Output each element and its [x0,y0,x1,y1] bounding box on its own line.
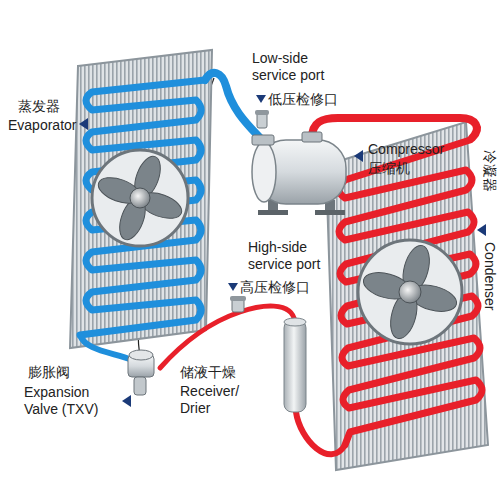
compressor-drawing [252,132,346,215]
part-label: 高压检修口 [240,279,330,296]
part-label: 储液干燥 [180,364,250,381]
part-label: High-side service port [248,239,343,273]
part-label: 压缩机 [368,160,448,177]
part-label: 蒸发器 [18,98,88,115]
receiver-drier-drawing [284,318,306,412]
part-label: Low-side service port [252,50,347,84]
part-label: Evaporator [8,117,88,134]
liquid-line [296,412,345,454]
discharge-line [312,118,477,138]
high-side-port [230,296,246,312]
expansion-valve-drawing [128,350,154,395]
evaporator-drawing [70,50,212,348]
part-label: Compressor [368,141,468,158]
part-label: 膨胀阀 [28,364,88,381]
pointer-triangle [79,95,486,407]
evaporator-inlet [80,335,132,360]
part-label: 低压检修口 [268,91,358,108]
part-label: Condenser [481,242,498,311]
liquid-line [160,306,295,368]
part-label: Receiver/ Drier [180,383,250,417]
low-side-port [255,110,269,128]
part-label: 冷凝器 [481,150,498,192]
condenser-drawing [326,122,488,470]
part-label: Expansion Valve (TXV) [24,384,110,418]
